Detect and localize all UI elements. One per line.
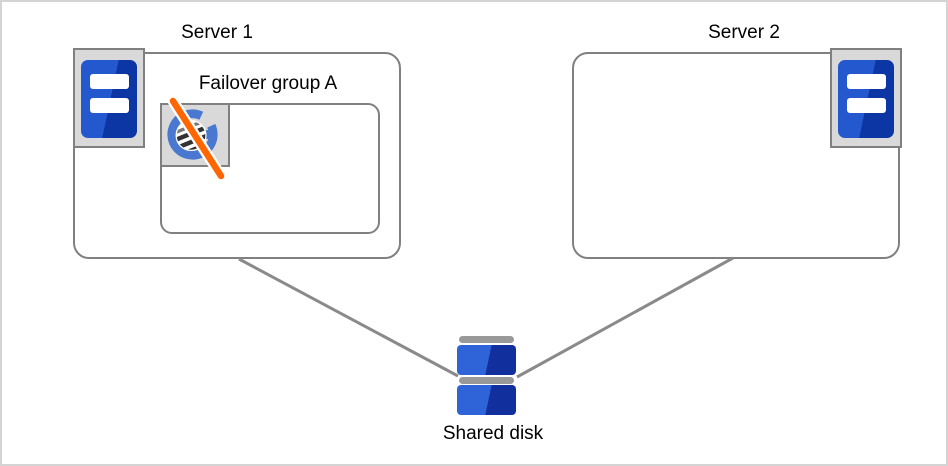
- server1-server-icon: [73, 48, 145, 148]
- server-slot-icon: [847, 74, 886, 89]
- disk-cap-icon: [459, 377, 514, 384]
- failover-group-a-box: [160, 103, 380, 234]
- server1-box: [73, 52, 401, 259]
- server-tower-icon: [838, 60, 894, 138]
- server2-box: [572, 52, 900, 259]
- server-slot-icon: [90, 74, 129, 89]
- failover-group-a-label: Failover group A: [198, 73, 338, 94]
- server-slot-icon: [847, 98, 886, 113]
- shared-disk-label: Shared disk: [442, 423, 544, 444]
- server2-server-icon: [830, 48, 902, 148]
- disk-platter-icon: [457, 345, 516, 375]
- g-globe-icon: [167, 109, 218, 160]
- edge-server1-shared-disk: [238, 257, 459, 378]
- server2-label: Server 2: [708, 22, 780, 43]
- disk-cap-icon: [459, 336, 514, 343]
- edge-server2-shared-disk: [516, 256, 734, 379]
- server-tower-icon: [81, 60, 137, 138]
- disk-platter-icon: [457, 385, 516, 415]
- shared-disk-icon: [457, 335, 516, 416]
- server-slot-icon: [90, 98, 129, 113]
- server1-label: Server 1: [181, 22, 253, 43]
- application-group-icon: [160, 103, 230, 167]
